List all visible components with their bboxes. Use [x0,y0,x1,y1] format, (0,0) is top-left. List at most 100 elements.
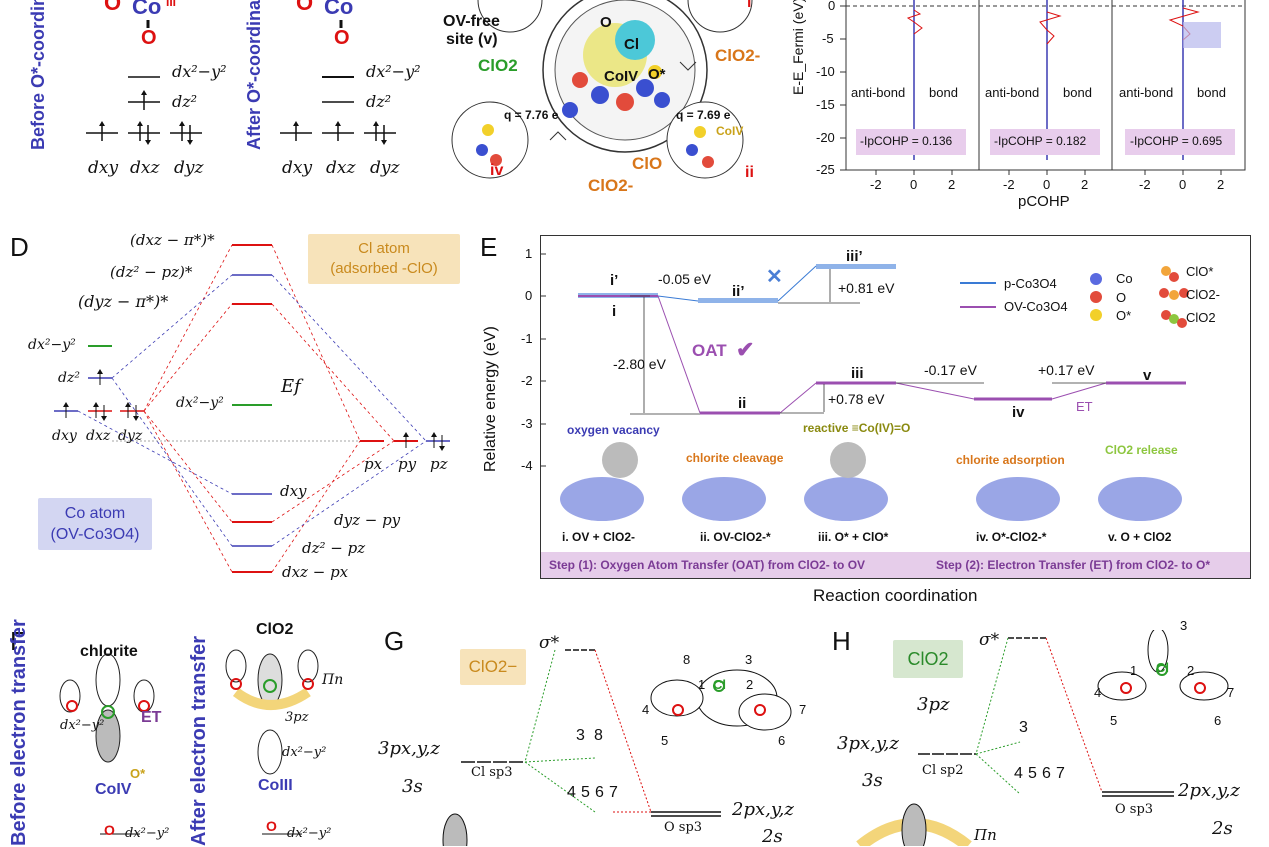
ov-free-label: OV-free [443,13,500,30]
svg-text:✕: ✕ [766,266,783,288]
a2-dz2: dz² [366,92,392,111]
g-atom-2: 2 [746,677,754,692]
q-left: q = 7.76 e [504,108,559,122]
c-xlabel: pCOHP [1018,193,1070,210]
c1-xtick-c: 2 [948,177,956,192]
h-species-box: ClO2 [893,640,963,678]
e-step-iv: iv. O*-ClO2-* [976,530,1047,544]
panel-g-mo [442,649,792,846]
h-num-6: 6 [1042,765,1051,782]
h-atom-2: 2 [1187,663,1195,678]
f-o-left: O [104,822,115,838]
panel-e-energy: ✕ ✔ [540,235,1251,579]
c3-antibond: anti-bond [1119,85,1174,100]
e-state-ii: ii [738,395,747,412]
g-num-6: 6 [595,784,604,801]
c-ytick-0: 0 [828,0,836,13]
e-energy-017: -0.17 eV [924,362,977,378]
h-right-2p: 2px,y,z [1178,780,1240,801]
roman-iv: iv [490,162,504,179]
e-state-iv: iv [1012,404,1025,421]
a1-dz2: dz² [172,92,198,111]
c2-xtick-a: -2 [1003,177,1015,192]
f-pin: Πn [322,672,344,688]
e-legend-ostar: O* [1116,308,1132,323]
d-co-box-line1: Co atom [64,505,126,522]
d-co-box: Co atom (OV-Co3O4) [38,498,152,550]
g-o-sp3: O sp3 [664,820,703,835]
d-top-1: (dxz − π*)* [130,231,215,249]
d-co-dx2y2: dx²−y² [28,337,76,353]
c2-xtick-b: 0 [1043,177,1051,192]
a1-dxy: dxy [88,158,119,178]
f-chlorite: chlorite [80,643,138,660]
a2-dx2y2: dx²−y² [366,62,421,81]
g-left-3s: 3s [402,776,423,797]
d-bot-2: dyz − py [334,511,401,529]
svg-text:Co: Co [324,0,353,19]
e-banner-1: Step (1): Oxygen Atom Transfer (OAT) fro… [549,558,866,572]
f-dx-left-top: dx²−y² [60,718,105,733]
d-co-box-line2: (OV-Co3O4) [50,526,140,543]
roman-ii: ii [745,164,754,181]
d-bot-3: dz² − pz [302,539,366,557]
f-o-right: O [266,818,277,834]
co-label-a1: Co [132,0,161,19]
panel-h-mo [856,630,1229,846]
f-side-left: Before electron transfer [8,619,30,846]
e-legend-ov: OV-Co3O4 [1004,299,1068,314]
d-co-dxy: dxy [52,428,77,444]
g-atom-6: 6 [778,733,786,748]
e-legend-p: p-Co3O4 [1004,276,1057,291]
e-state-v: v [1143,367,1152,384]
e-state-i: i [612,303,617,320]
e-ytick-0: 0 [525,288,533,303]
h-atom-1: 1 [1130,663,1138,678]
d-co-dz2: dz² [58,370,80,386]
g-sigma: σ* [539,633,560,653]
c2-xtick-c: 2 [1081,177,1089,192]
e-callout-adsorption: chlorite adsorption [956,453,1065,467]
a1-dxz: dxz [130,158,160,178]
g-num-3: 3 [576,727,585,744]
center-ostar: O* [648,66,666,83]
f-dx-left-bot: dx²−y² [125,826,170,841]
h-atom-7: 7 [1227,685,1235,700]
c-ytick-4: -20 [816,130,835,145]
panel-c-cohp [840,0,1246,175]
g-right-2s: 2s [762,826,783,847]
e-state-ii-prime: ii’ [732,283,745,300]
g-num-5: 5 [581,784,590,801]
e-callout-release: ClO2 release [1105,443,1178,457]
e-ytick-m2: -2 [521,373,533,388]
f-dx-right-top: dx²−y² [282,745,327,760]
h-pin: Πn [974,826,997,844]
c1-ipcohp: -IpCOHP = 0.136 [860,134,953,148]
f-et: ET [141,709,162,726]
species-clo2m-bottom: ClO2- [588,176,634,195]
e-legend-clo: ClO* [1186,264,1214,279]
panel-f-letter: F [10,626,26,656]
h-atom-3: 3 [1180,618,1188,633]
d-cl-box-line1: Cl atom [358,240,410,257]
e-ytick-m1: -1 [521,331,533,346]
center-o: O [600,14,612,31]
e-legend-co: Co [1116,271,1133,286]
g-atom-5: 5 [661,733,669,748]
h-atom-4: 4 [1094,685,1102,700]
e-state-iii: iii [851,365,864,382]
e-energy-078: +0.78 eV [828,391,885,407]
h-left-3s: 3s [862,770,883,791]
e-legend-clo2m: ClO2- [1186,287,1220,302]
e-state-i-prime: i’ [610,272,619,289]
center-coiv: CoIV [604,68,639,85]
d-bot-1: dxy [280,482,307,500]
c-ytick-5: -25 [816,162,835,177]
d-px: px [364,455,383,473]
h-cl-sp2: Cl sp2 [922,763,964,778]
a2-dxy: dxy [282,158,313,178]
d-py: py [398,455,417,473]
g-left-3p: 3px,y,z [378,738,440,759]
svg-text:O: O [141,27,157,49]
e-state-iii-prime: iii’ [846,248,863,265]
